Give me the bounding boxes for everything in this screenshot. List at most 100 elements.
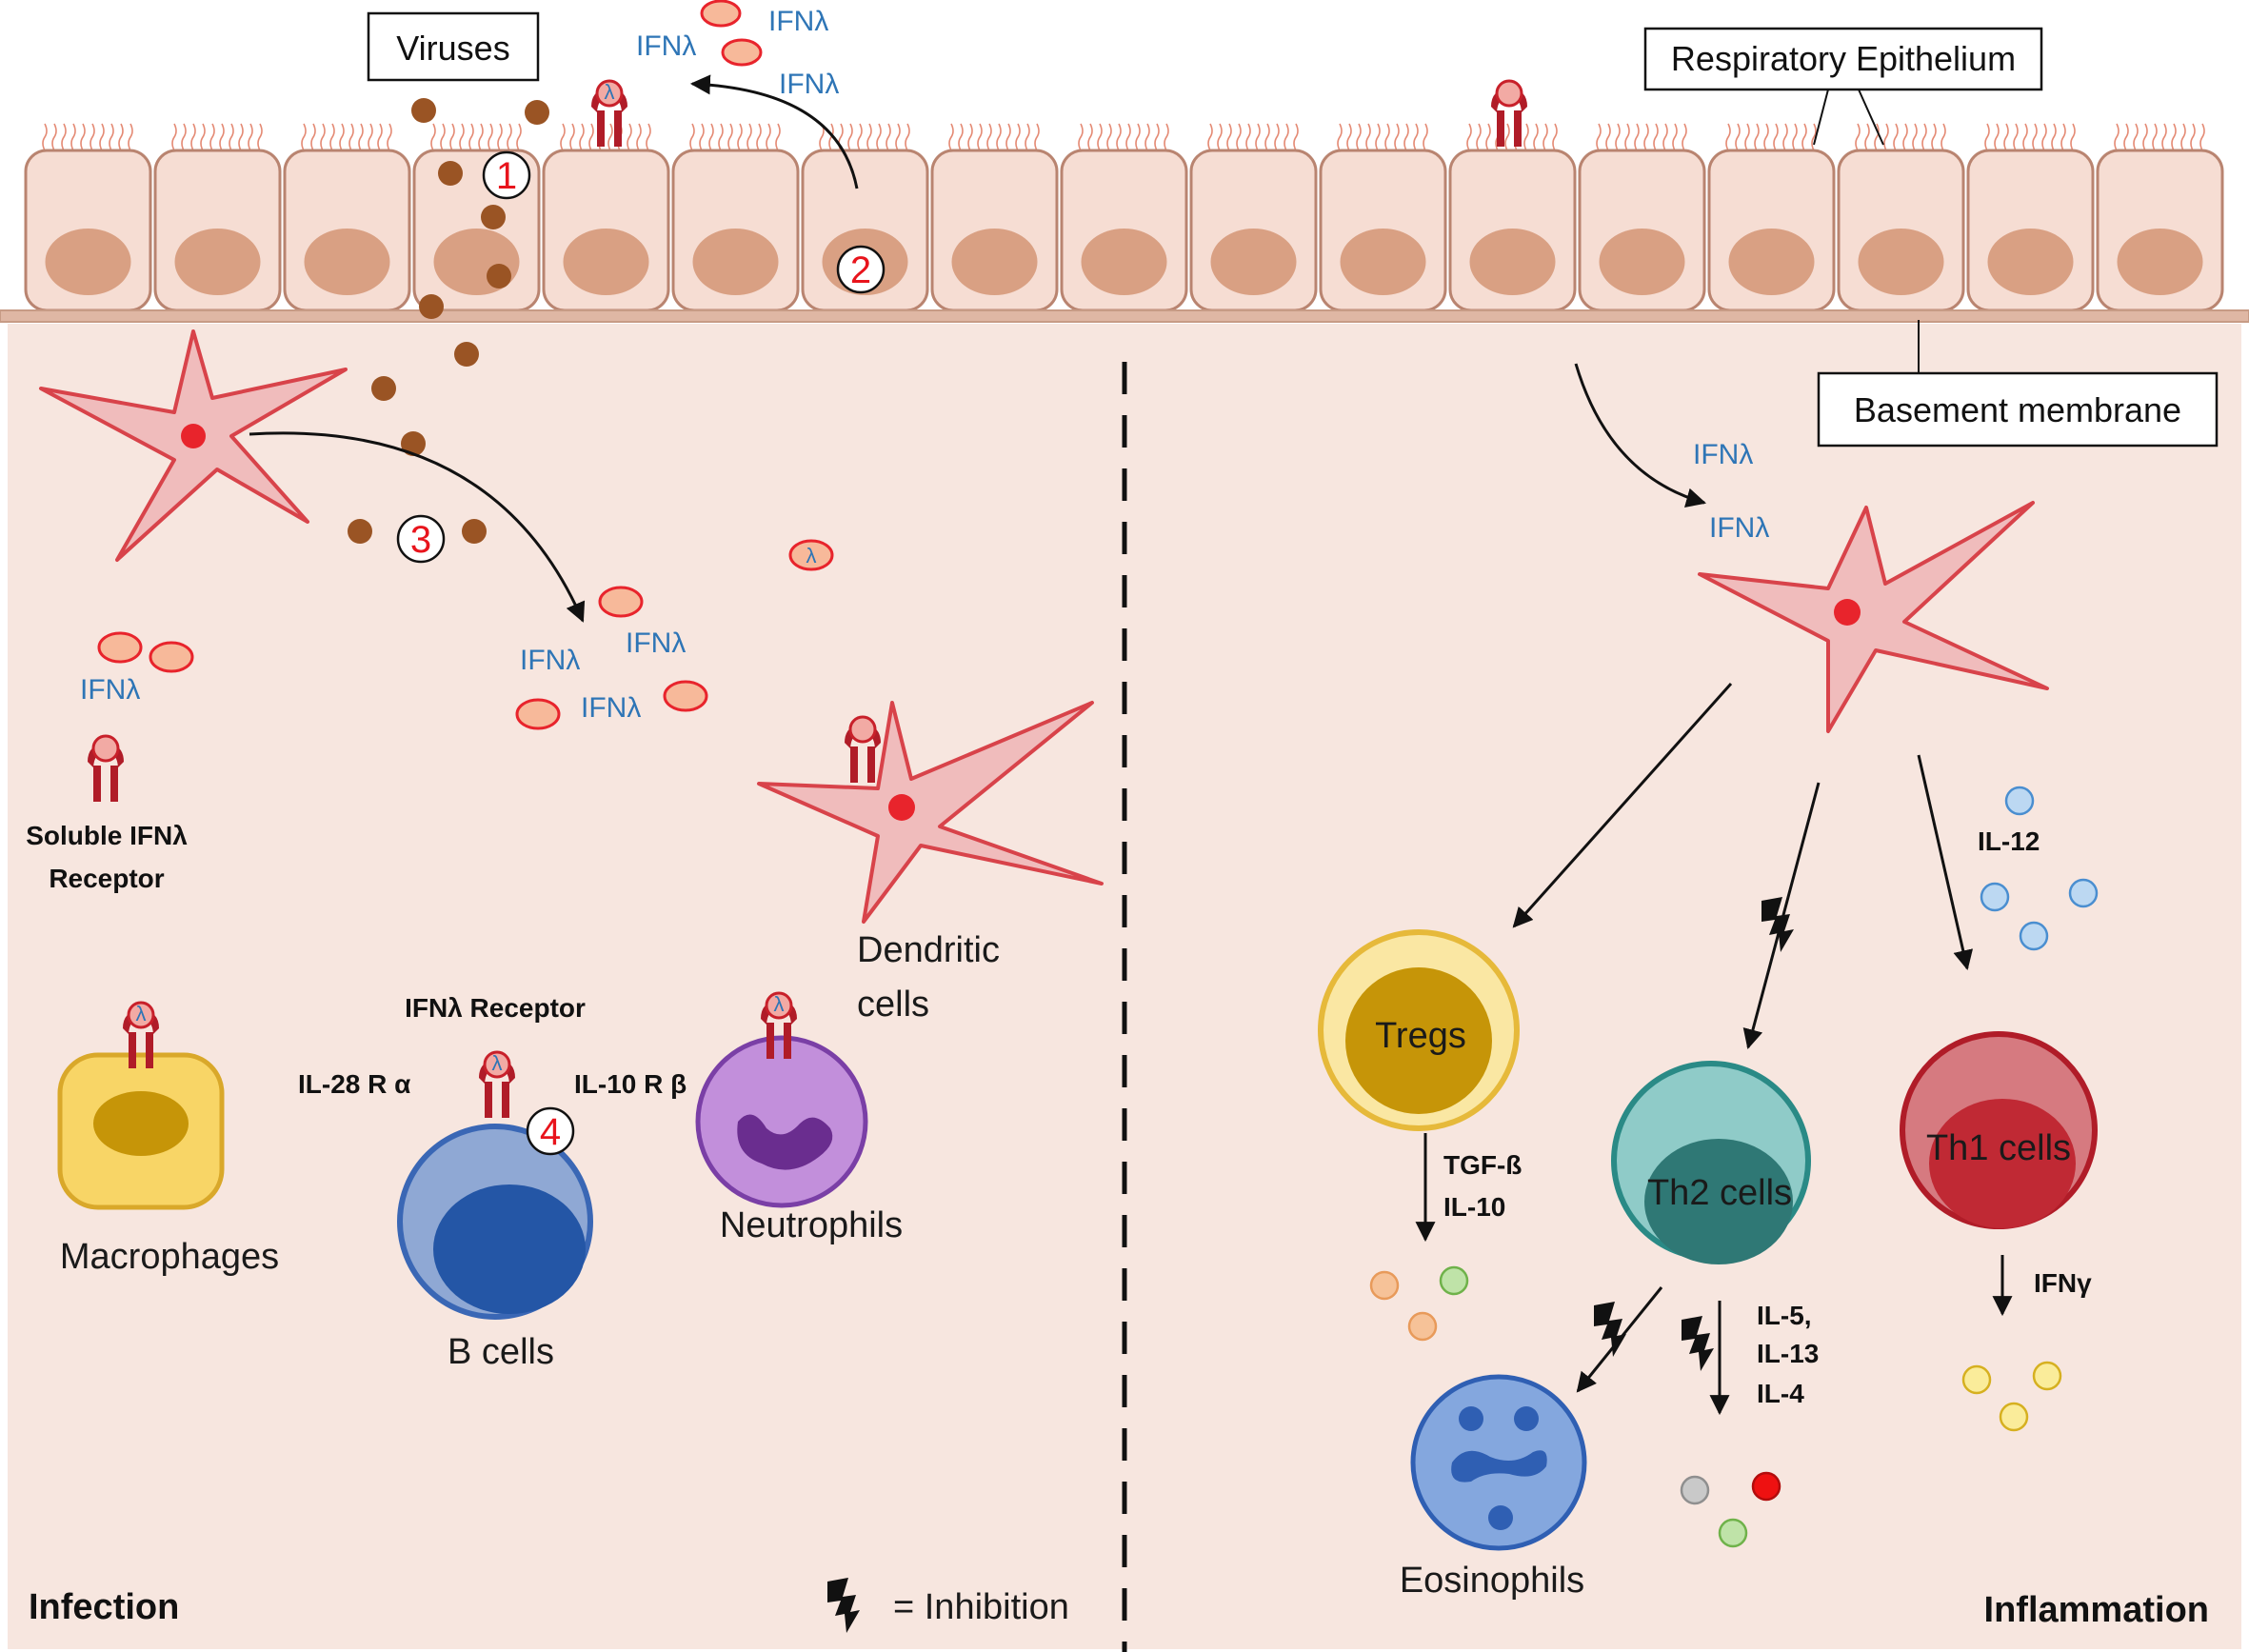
nucleus [1987,229,2074,295]
ifn-label-top-3: IFNλ [779,69,839,100]
svg-text:3: 3 [410,519,431,561]
cilium [200,123,206,151]
cilium [948,123,954,151]
cilium [128,123,133,151]
cilium [1874,123,1880,151]
cilium [2133,123,2139,151]
cilium [1605,123,1611,151]
cilium [1207,123,1213,151]
cilium [1811,123,1817,151]
cilium [1164,123,1169,151]
nucleus [692,229,779,295]
cilium [1255,123,1261,151]
cilium [1662,123,1668,151]
nucleus [1469,229,1556,295]
basement-membrane [0,309,2249,323]
cilium [497,123,503,151]
step-2-marker: 2 [836,245,886,294]
epithelial-cell [283,149,411,312]
il10rb-label: IL-10 R β [574,1069,687,1099]
ifn-lambda-middle [97,539,834,730]
dendritic-label-1: Dendritic [857,930,1000,970]
cilium [51,123,57,151]
nucleus [563,229,649,295]
cilium [847,123,853,151]
cilium [301,123,307,151]
cilium [895,123,901,151]
th1-label: Th1 cells [1926,1128,2071,1168]
epithelial-cell [1837,149,1965,312]
epithelial-cell [1060,149,1188,312]
cilium [1902,123,1908,151]
cilium [1864,123,1870,151]
epithelial-cell [1966,149,2095,312]
cilium [238,123,244,151]
cilium [977,123,983,151]
b-cell-lambda: λ [492,1051,503,1075]
cilium [1763,123,1769,151]
epithelial-cell [1189,149,1318,312]
cilium [1912,123,1918,151]
respiratory-epithelium-box: Respiratory Epithelium [1643,27,2043,146]
cilium [1744,123,1750,151]
th2-cytokine-dots [1680,1471,1781,1548]
cilium [569,123,575,151]
cilium [1375,123,1381,151]
cilium [1034,123,1040,151]
cilium [1025,123,1030,151]
cilium [1542,123,1548,151]
cilium [746,123,752,151]
cilium [2013,123,2019,151]
cilium [229,123,234,151]
il5-label: IL-5, [1757,1301,1812,1330]
cilium [209,123,215,151]
cilium [857,123,863,151]
ifn-label-top-2: IFNλ [636,30,696,62]
tgf-label: TGF-ß [1443,1150,1522,1180]
epithelial-cell [542,149,670,312]
cilium [2114,123,2120,151]
neutrophils-label: Neutrophils [720,1205,903,1245]
viruses-label: Viruses [396,29,509,68]
cilium [1356,123,1362,151]
cilium [1801,123,1807,151]
nucleus [45,229,131,295]
cilium [2022,123,2028,151]
svg-text:1: 1 [496,155,517,197]
cilium [646,123,651,151]
epithelial-cell [1448,149,1577,312]
cilium [1245,123,1251,151]
cilium [1005,123,1011,151]
arrow-to-th1 [1917,754,1974,971]
dendritic-cell-middle [757,701,1104,924]
macrophage-cell [57,1052,225,1210]
eosinophils-label: Eosinophils [1400,1561,1584,1601]
cilium [377,123,383,151]
viruses-box: Viruses [367,11,540,82]
cilium [1116,123,1122,151]
svg-text:4: 4 [540,1111,561,1153]
cilium [866,123,872,151]
cilium [1596,123,1602,151]
dc-to-ifn-arrow [249,431,586,623]
cilium [1994,123,2000,151]
cilium [1097,123,1103,151]
epithelial-cell [153,149,282,312]
cilium [1725,123,1731,151]
cilium [387,123,392,151]
cilium [876,123,882,151]
virus-particles [348,98,549,544]
macrophages-label: Macrophages [60,1237,279,1277]
cilium [90,123,95,151]
cilium [459,123,465,151]
il4-label: IL-4 [1757,1379,1804,1408]
cilium [708,123,714,151]
cilium [1653,123,1659,151]
cilium [339,123,345,151]
cilium [1365,123,1371,151]
cilium [1264,123,1270,151]
nucleus [1599,229,1685,295]
th2-label: Th2 cells [1647,1173,1792,1213]
respiratory-epithelium [24,149,2224,312]
epithelial-cell [1707,149,1836,312]
